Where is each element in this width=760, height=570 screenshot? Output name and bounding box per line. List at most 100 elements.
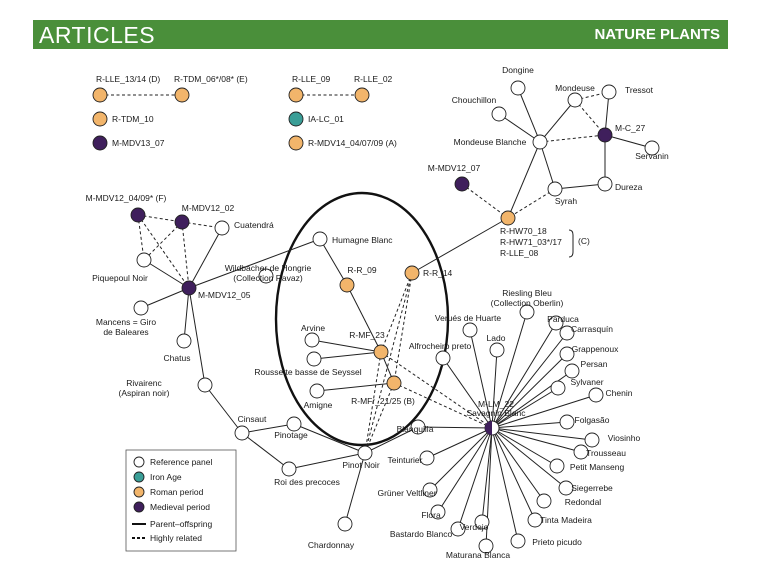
label-dongine: Dongine: [502, 65, 534, 75]
edge-alfrocheiro-mlm22: [442, 357, 493, 429]
label-m-mdv12-07: M-MDV12_07: [428, 163, 481, 173]
node-bastardo-blanco: [450, 521, 466, 537]
edge-rr09-rmf23: [346, 284, 382, 353]
edge-cinsaut-pinotage: [241, 423, 295, 434]
legend-label-reference: Reference panel: [150, 457, 212, 467]
edge-piquepoul-mmdv12_05: [143, 259, 190, 289]
legend-swatch-medieval: [133, 501, 145, 513]
edge-chenin-mlm22: [491, 394, 597, 429]
node-half-m-lm-22: [485, 421, 492, 435]
label-r-lle-08: R-LLE_08: [500, 248, 539, 258]
key-label-r-lle-13-14-d: R-LLE_13/14 (D): [96, 74, 160, 84]
node-r-r-14: [404, 265, 420, 281]
edge-roi-pinot_noir: [288, 452, 366, 470]
label-veru-s-de-huarte: Verués de Huarte: [435, 313, 501, 323]
node-piquepoul-noir: [136, 252, 152, 268]
edge-verues-mlm22: [469, 329, 493, 429]
key-label-r-tdm-10: R-TDM_10: [112, 114, 154, 124]
edge-parduca-mlm22: [491, 322, 557, 429]
legend-label-dashed: Highly related: [150, 533, 202, 543]
edge-cinsaut-roi: [241, 432, 290, 470]
label-m-mdv12-02: M-MDV12_02: [182, 203, 235, 213]
label-m-mdv12-05: M-MDV12_05: [198, 290, 251, 300]
label-redondal: Redondal: [565, 497, 602, 507]
edge-chatus-mmdv12_05: [183, 287, 190, 342]
key-label-r-tdm-06-08-e: R-TDM_06*/08* (E): [174, 74, 248, 84]
node-persan: [564, 363, 580, 379]
node-maturana-blanca: [478, 538, 494, 554]
key-node-r-lle-09: [288, 87, 304, 103]
node-tinta-madeira: [527, 512, 543, 528]
edge-teinturier-mlm22: [426, 427, 493, 459]
node-chatus: [176, 333, 192, 349]
edge-mc27-servanin: [604, 134, 653, 149]
edge-mondeuse-mc27: [574, 99, 606, 136]
node-sylvaner: [550, 380, 566, 396]
node-redondal: [536, 493, 552, 509]
edge-grappenoux-mlm22: [491, 353, 568, 429]
section-title: ARTICLES: [39, 22, 156, 48]
edge-mancens-mmdv12_05: [140, 287, 190, 309]
edge-rhw70-rr14: [411, 217, 509, 274]
highlight-ellipse: [274, 191, 450, 447]
label-r-hw70-18: R-HW70_18: [500, 226, 547, 236]
label-r-r-09: R-R_09: [347, 265, 377, 275]
edge-dureza-syrah: [554, 183, 606, 190]
edge-humagne-rr09: [319, 238, 348, 286]
node-m-mdv12-04-09-f: [130, 207, 146, 223]
label-teinturier: Teinturier: [388, 455, 423, 465]
edge-pinot_noir-chardonnay: [344, 452, 366, 525]
node-parduca: [548, 315, 564, 331]
edge-trousseau-mlm22: [491, 427, 582, 453]
node-roussette-basse-de-seyssel: [306, 351, 322, 367]
node-chouchillon: [491, 106, 507, 122]
node-rivairenc-aspiran-noir: [197, 377, 213, 393]
label-syrah: Syrah: [555, 196, 577, 206]
legend-swatch-iron: [133, 471, 145, 483]
edge-mondeuse_blanche-syrah: [539, 141, 556, 190]
edge-rmf23-pinot_noir: [364, 351, 382, 454]
edge-lado-mlm22: [491, 349, 498, 429]
edge-chouchillon-mondeuse_blanche: [498, 113, 541, 143]
legend-label-roman: Roman period: [150, 487, 204, 497]
edge-blanquilla-mlm22: [417, 426, 493, 429]
node-r-mf-23: [373, 344, 389, 360]
key-node-r-lle-13-14-d: [92, 87, 108, 103]
label-roussette-basse-de-seyssel: Roussette basse de Seyssel: [254, 367, 361, 377]
node-veru-s-de-huarte: [462, 322, 478, 338]
edge-siegerrebe-mlm22: [491, 427, 567, 489]
node-m-mdv12-07: [454, 176, 470, 192]
edge-dongine-mondeuse_blanche: [517, 87, 541, 143]
key-node-r-lle-02: [354, 87, 370, 103]
label-cinsaut: Cinsaut: [238, 414, 267, 424]
label-folgas-o: Folgasão: [575, 415, 610, 425]
label-petit-manseng: Petit Manseng: [570, 462, 625, 472]
edge-mondeuse-mondeuse_blanche: [539, 99, 576, 143]
node-m-mdv12-02: [174, 214, 190, 230]
node-prieto-picudo: [510, 533, 526, 549]
edge-petit_manseng-mlm22: [491, 427, 558, 467]
node-tressot: [601, 84, 617, 100]
node-amigne: [309, 383, 325, 399]
edge-arvine-rmf23: [311, 339, 382, 353]
edge-flora-mlm22: [437, 427, 493, 513]
label-riesling-bleu-collection-oberlin: Riesling Bleu(Collection Oberlin): [491, 288, 564, 308]
node-servanin: [644, 140, 660, 156]
label-r-r-14: R-R_14: [423, 268, 453, 278]
node-r-r-09: [339, 277, 355, 293]
node-dureza: [597, 176, 613, 192]
edge-rr14-pinot_noir: [364, 272, 413, 454]
node-arvine: [304, 332, 320, 348]
edge-mmdv12_04-mmdv12_05: [137, 214, 190, 289]
node-m-mdv12-05: [181, 280, 197, 296]
label-roi-des-precoces: Roi des precoces: [274, 477, 340, 487]
legend-label-iron: Iron Age: [150, 472, 182, 482]
edge-mmdv12_02-piquepoul: [143, 221, 183, 261]
key-node-r-tdm-06-08-e: [174, 87, 190, 103]
label-chardonnay: Chardonnay: [308, 540, 355, 550]
node-chenin: [588, 387, 604, 403]
edge-mondeuse_blanche-mc27: [539, 134, 606, 143]
node-r-mfr-21-25-b: [386, 375, 402, 391]
key-node-m-mdv13-07: [92, 135, 108, 151]
